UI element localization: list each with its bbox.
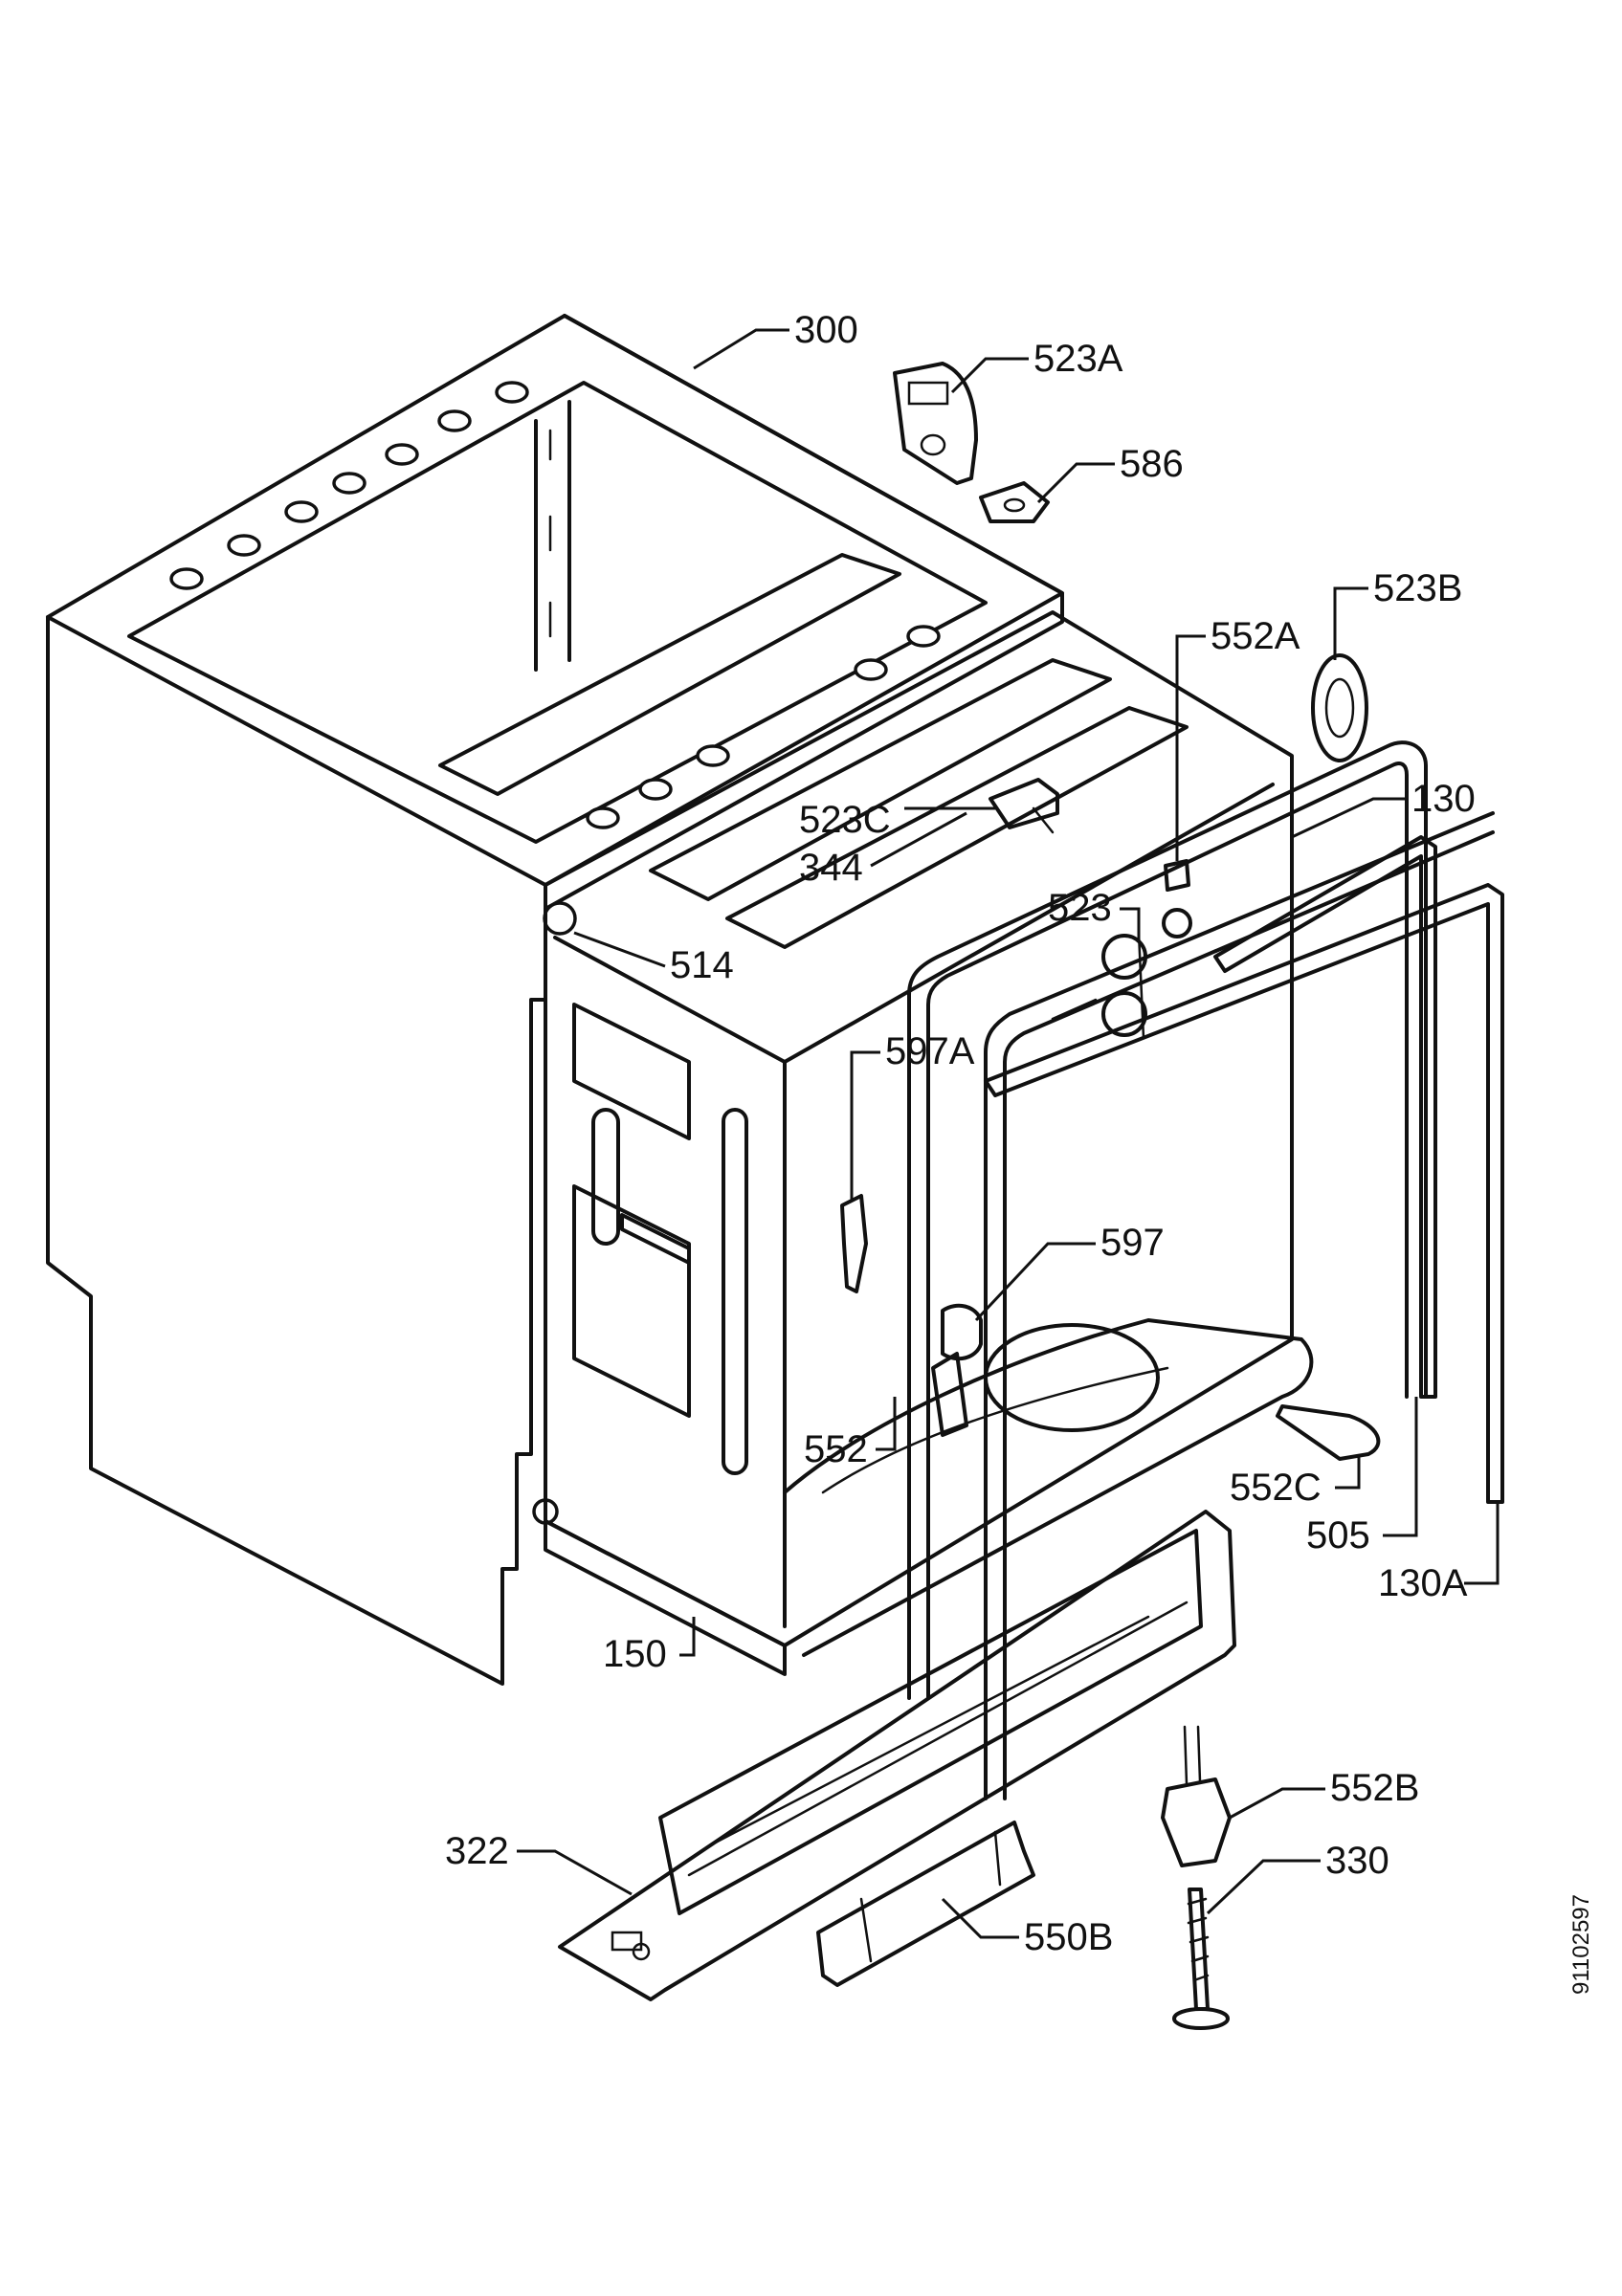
callout-552A: 552A: [1211, 615, 1300, 657]
door-seals: [907, 740, 1504, 1800]
top-rail-holes: [169, 381, 941, 829]
callout-523C: 523C: [799, 799, 891, 841]
callout-130A: 130A: [1378, 1562, 1468, 1604]
callout-597A: 597A: [885, 1030, 975, 1072]
callout-550B: 550B: [1024, 1916, 1113, 1958]
callout-552: 552: [804, 1428, 868, 1470]
callout-523: 523: [1048, 887, 1112, 929]
cabinet-frame-300: [46, 314, 1064, 1686]
callout-150: 150: [603, 1633, 667, 1675]
callout-505: 505: [1306, 1514, 1370, 1556]
callout-523B: 523B: [1373, 567, 1462, 609]
callout-330: 330: [1325, 1840, 1389, 1882]
callout-344: 344: [799, 847, 863, 889]
callout-523A: 523A: [1033, 338, 1123, 380]
callout-labels: 300 523A 586 523B 552A 130 523C 344 523 …: [445, 309, 1476, 1958]
small-parts-middle: [840, 1194, 983, 1437]
callout-300: 300: [794, 309, 858, 351]
callout-322: 322: [445, 1830, 509, 1872]
leader-lines: [517, 328, 1500, 1939]
small-parts-top: [893, 362, 1368, 1040]
callout-552C: 552C: [1230, 1467, 1322, 1509]
callout-514: 514: [670, 944, 734, 986]
document-number: 91102597: [1568, 1894, 1594, 1995]
callout-130: 130: [1411, 778, 1476, 820]
callout-597: 597: [1100, 1222, 1165, 1264]
base-parts: [558, 1404, 1381, 2030]
callout-586: 586: [1120, 443, 1184, 485]
tub-150: [438, 553, 1314, 1676]
callout-552B: 552B: [1330, 1767, 1419, 1809]
